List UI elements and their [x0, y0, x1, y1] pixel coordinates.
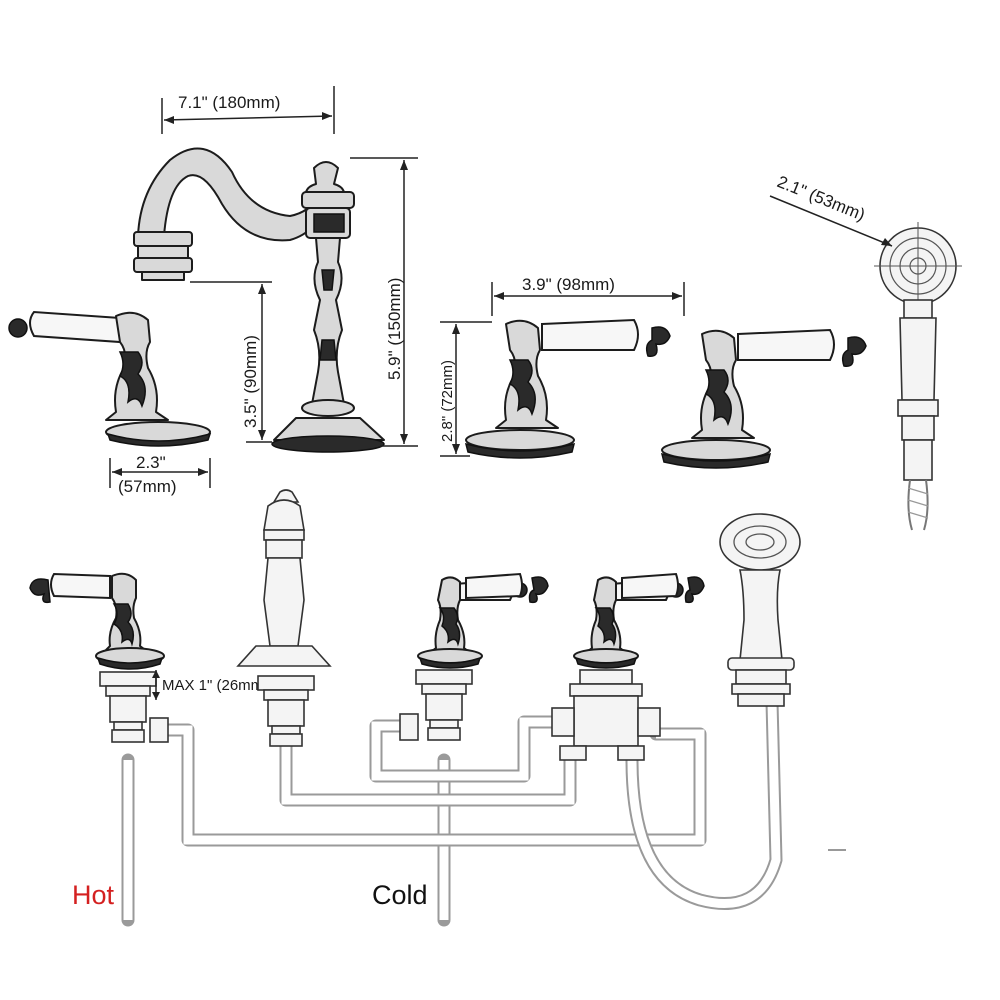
handle-diverter-top [660, 328, 867, 469]
fitting-hot [99, 671, 157, 743]
dim-deck-max-label: MAX 1" (26mm) [162, 677, 268, 694]
dim-handle-base-label: 2.3" [136, 453, 166, 472]
spout-faucet [133, 147, 385, 453]
spout-installed [236, 489, 332, 667]
handle-hot-top [8, 310, 212, 447]
label-hot: Hot [72, 880, 115, 910]
dim-sprayer-head: 2.1" (53mm) [769, 172, 893, 247]
dim-handle-spacing: 3.9" (98mm) [491, 275, 685, 316]
dim-handle-base: 2.3" (57mm) [109, 453, 211, 496]
dim-spout-reach: 7.1" (180mm) [161, 86, 335, 134]
outlet-hot [149, 717, 169, 743]
fitting-spout [257, 675, 315, 747]
dim-handle-spacing-label: 3.9" (98mm) [522, 275, 615, 294]
supply-pipes [121, 695, 783, 927]
handle-cold [417, 572, 549, 669]
dim-spout-reach-label: 7.1" (180mm) [178, 93, 280, 112]
label-cold: Cold [372, 880, 428, 910]
diverter-valve [551, 669, 661, 761]
dim-spout-clearance-label: 3.5" (90mm) [241, 335, 260, 428]
fitting-cold [415, 669, 473, 741]
dim-spout-height-label: 5.9" (150mm) [385, 278, 404, 380]
handle-hot [29, 572, 165, 670]
dim-spout-clearance: 3.5" (90mm) [190, 281, 272, 443]
hand-shower [719, 513, 801, 707]
dim-handle-height: 2.8" (72mm) [439, 321, 492, 457]
dim-spout-height: 5.9" (150mm) [350, 157, 418, 447]
outlet-cold [399, 713, 419, 741]
dim-handle-base-mm: (57mm) [118, 477, 177, 496]
dim-deck-max: MAX 1" (26mm) [152, 670, 268, 700]
handle-diverter [573, 572, 705, 669]
hand-shower-top [874, 222, 962, 531]
handle-cold-top [464, 318, 671, 459]
dim-handle-height-label: 2.8" (72mm) [439, 360, 456, 442]
